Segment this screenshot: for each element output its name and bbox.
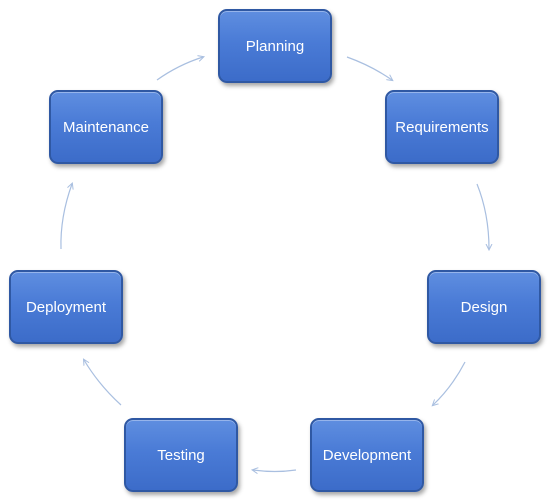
stage-maintenance-label: Maintenance: [63, 118, 149, 136]
stage-design-label: Design: [460, 298, 508, 316]
arrow-requirements-to-design: [476, 183, 489, 249]
stage-development-label: Development: [322, 446, 412, 464]
stage-testing-box: Testing: [124, 418, 238, 492]
stage-planning-box: Planning: [218, 9, 332, 83]
arrow-maintenance-to-planning: [156, 57, 203, 81]
arrow-development-to-testing: [253, 470, 297, 472]
stage-requirements-label: Requirements: [395, 118, 489, 136]
stage-development-box: Development: [310, 418, 424, 492]
stage-deployment-label: Deployment: [25, 298, 107, 316]
arrow-testing-to-deployment: [84, 360, 122, 406]
stage-maintenance-box: Maintenance: [49, 90, 163, 164]
stage-requirements-box: Requirements: [385, 90, 499, 164]
arrow-deployment-to-maintenance: [60, 184, 72, 250]
arrow-planning-to-requirements: [346, 56, 392, 80]
stage-deployment-box: Deployment: [9, 270, 123, 344]
stage-design-box: Design: [427, 270, 541, 344]
arrow-design-to-development: [433, 361, 466, 405]
stage-planning-label: Planning: [245, 37, 305, 55]
stage-testing-label: Testing: [157, 446, 205, 464]
